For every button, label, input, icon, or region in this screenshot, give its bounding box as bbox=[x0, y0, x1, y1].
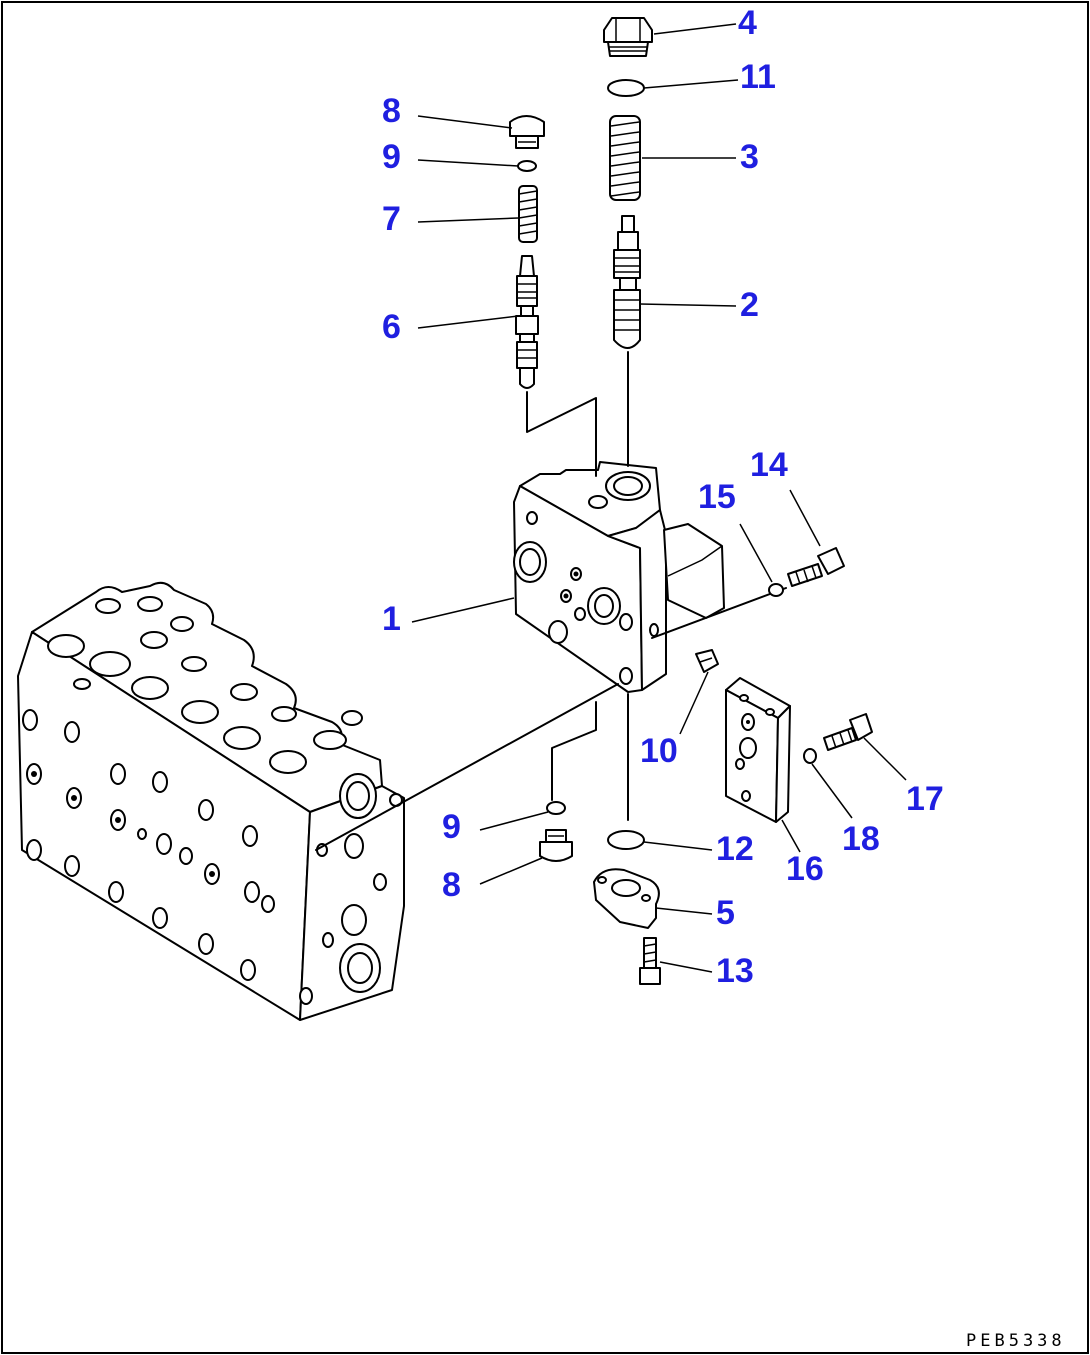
part-11-o-ring bbox=[607, 79, 645, 97]
part-9-o-ring-upper bbox=[517, 160, 537, 172]
part-8-plug-upper bbox=[509, 115, 545, 149]
part-7-spring bbox=[518, 185, 538, 243]
part-4-plug bbox=[603, 17, 653, 57]
callout-2: 2 bbox=[740, 286, 759, 324]
assembly-lines bbox=[315, 351, 787, 851]
part-14-bolt bbox=[787, 547, 845, 587]
callout-12: 12 bbox=[716, 830, 754, 868]
callout-labels: 4 11 8 9 3 7 6 2 14 15 1 10 17 9 18 12 1… bbox=[382, 4, 944, 990]
leader-lines bbox=[411, 23, 907, 973]
part-9-o-ring-lower bbox=[546, 801, 566, 815]
main-valve-body bbox=[17, 581, 405, 1021]
part-3-spring bbox=[609, 115, 641, 201]
callout-15: 15 bbox=[698, 478, 736, 516]
part-18-washer bbox=[803, 748, 817, 764]
part-10-plug bbox=[695, 649, 719, 673]
callout-7: 7 bbox=[382, 200, 401, 238]
part-12-o-ring bbox=[607, 830, 645, 850]
part-2-spool bbox=[613, 215, 641, 349]
part-13-bolt bbox=[639, 937, 661, 985]
part-15-washer bbox=[768, 583, 784, 597]
part-6-poppet bbox=[515, 255, 539, 389]
callout-8-upper: 8 bbox=[382, 92, 401, 130]
callout-13: 13 bbox=[716, 952, 754, 990]
callout-3: 3 bbox=[740, 138, 759, 176]
callout-10: 10 bbox=[640, 732, 678, 770]
part-8-plug-lower bbox=[539, 829, 573, 862]
callout-5: 5 bbox=[716, 894, 735, 932]
valve-section-body bbox=[513, 461, 725, 693]
callout-17: 17 bbox=[906, 780, 944, 818]
part-16-plate bbox=[725, 677, 791, 823]
callout-11: 11 bbox=[740, 58, 776, 96]
callout-1: 1 bbox=[382, 600, 401, 638]
drawing-number: PEB5338 bbox=[966, 1331, 1066, 1351]
callout-16: 16 bbox=[786, 850, 824, 888]
callout-9-upper: 9 bbox=[382, 138, 401, 176]
callout-6: 6 bbox=[382, 308, 401, 346]
callout-8-lower: 8 bbox=[442, 866, 461, 904]
callout-4: 4 bbox=[738, 4, 757, 42]
callout-9-lower: 9 bbox=[442, 808, 461, 846]
part-5-flange bbox=[593, 868, 660, 929]
callout-18: 18 bbox=[842, 820, 880, 858]
callout-14: 14 bbox=[750, 446, 788, 484]
part-17-bolt bbox=[823, 713, 873, 751]
